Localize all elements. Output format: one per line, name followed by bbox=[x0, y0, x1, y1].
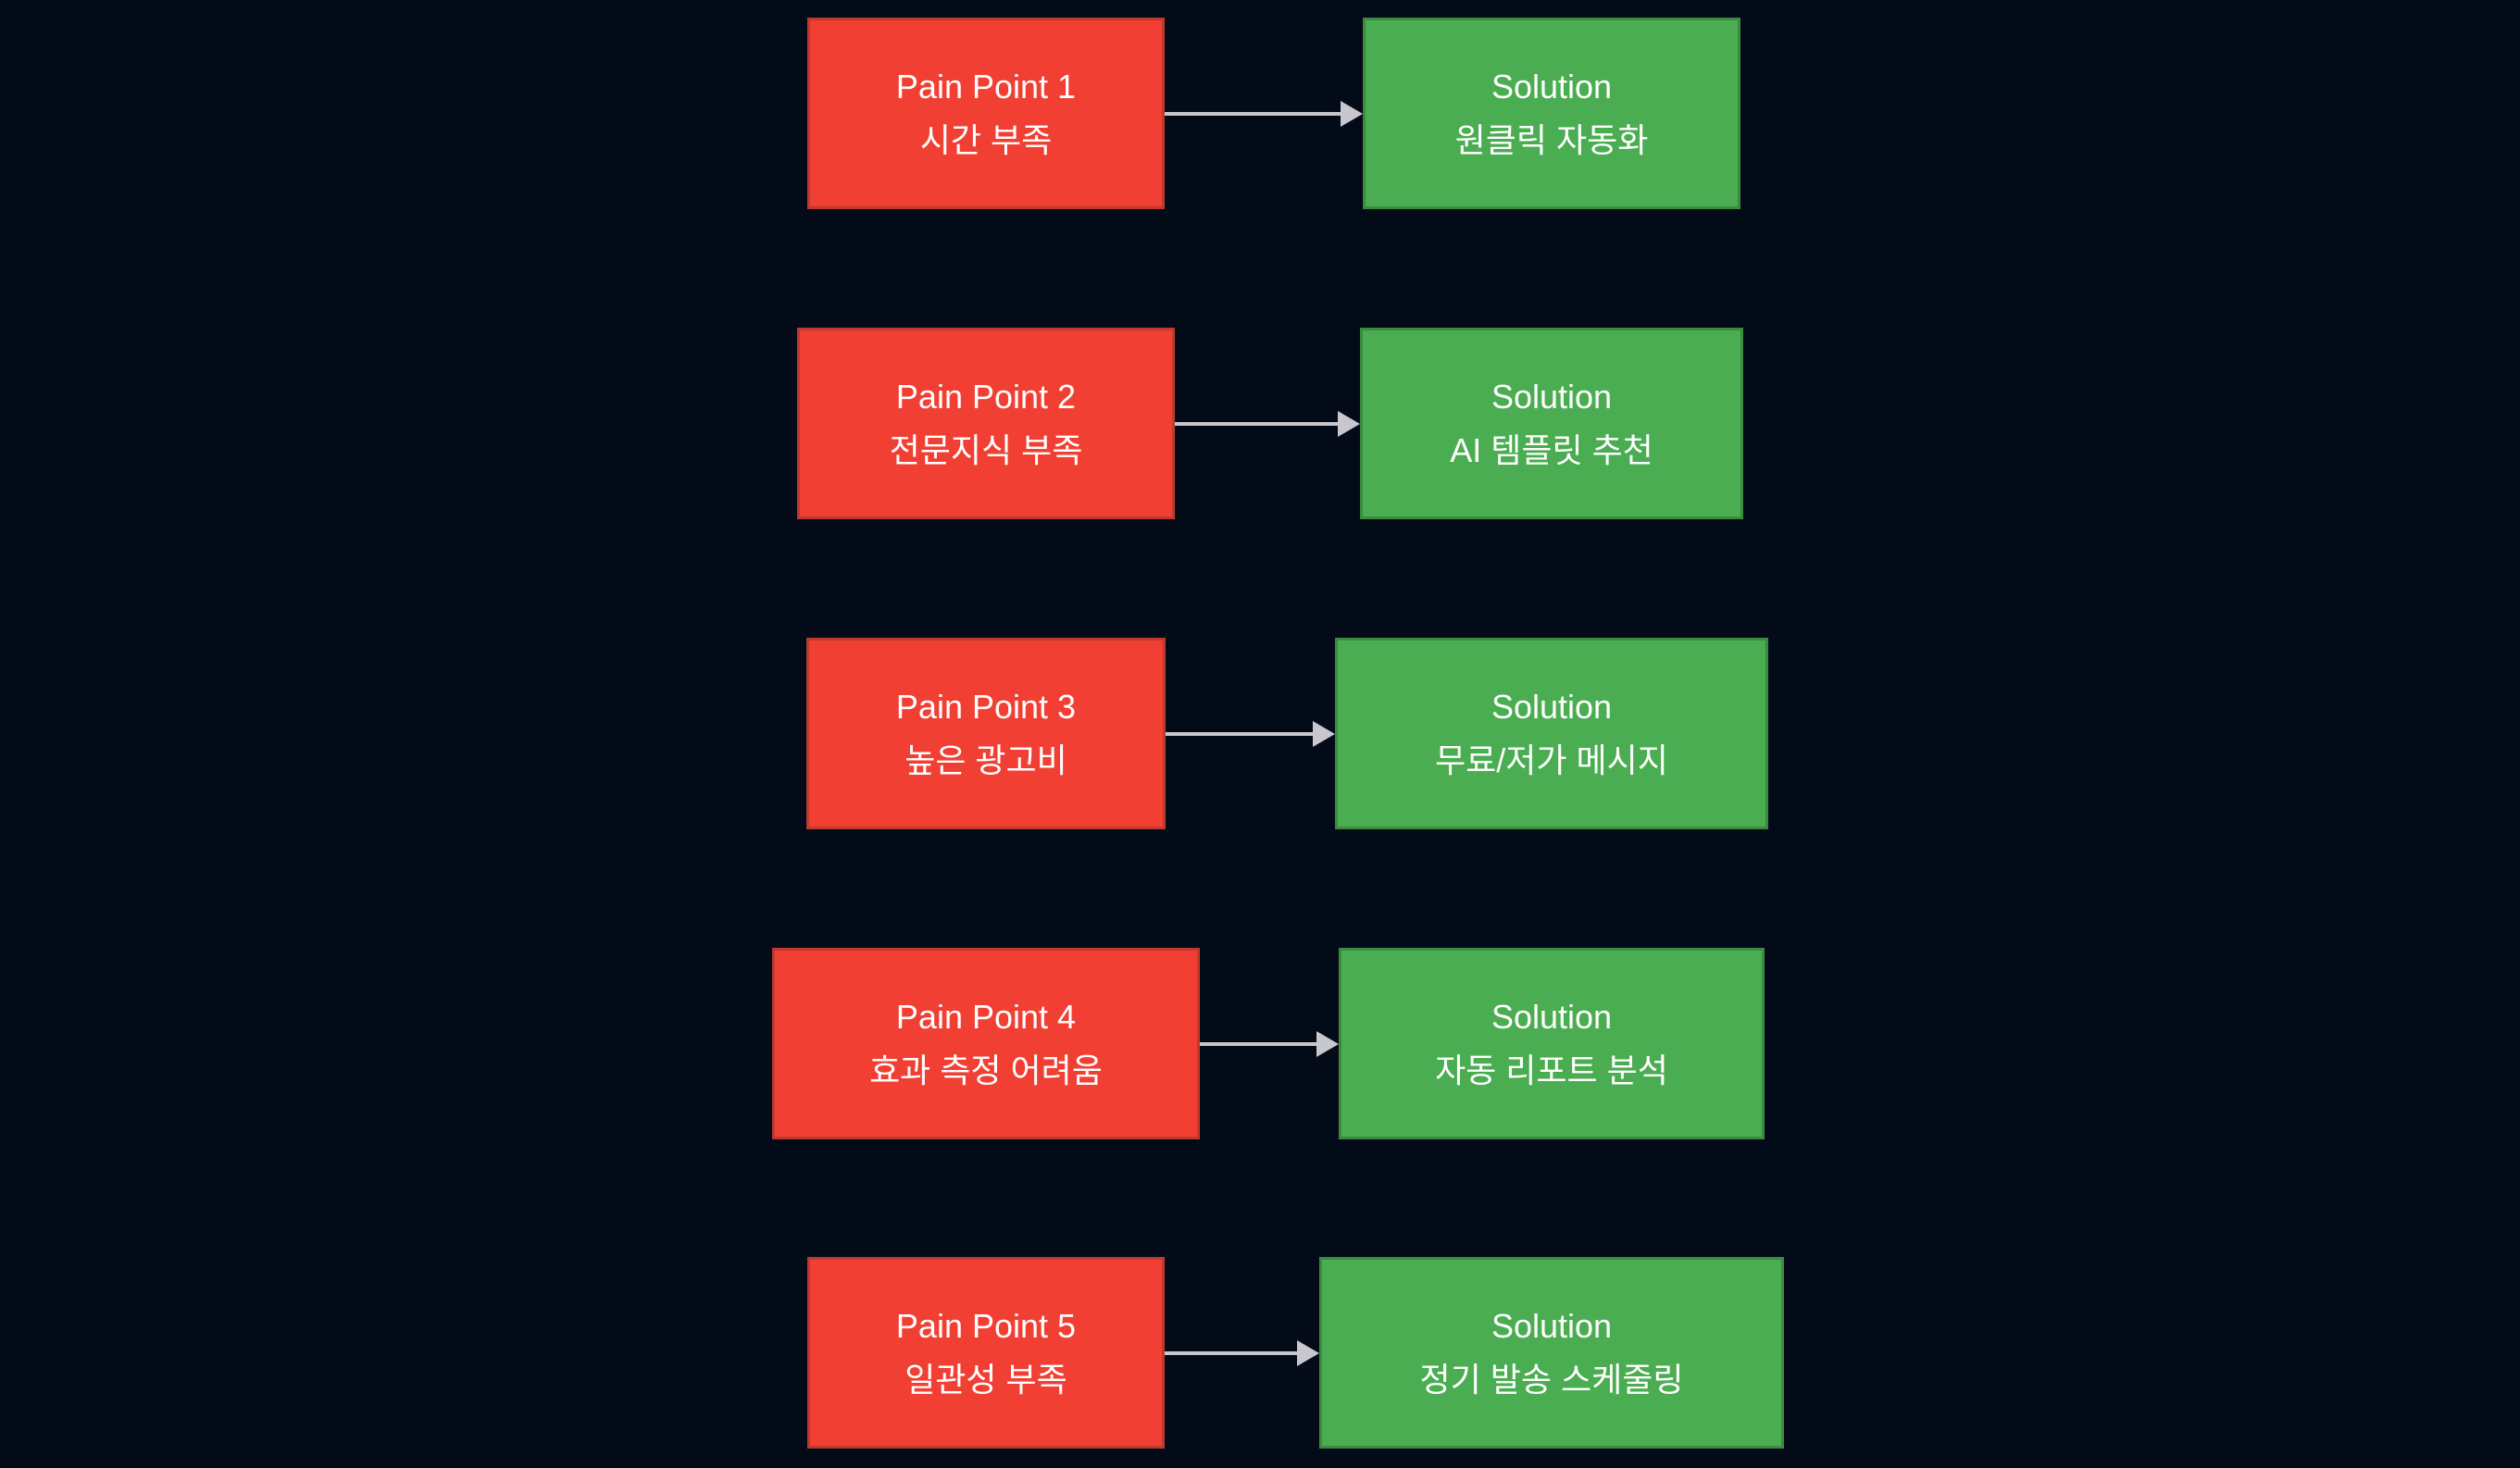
arrow-pain-to-solution-2 bbox=[1175, 410, 1360, 438]
solution-box-3: Solution 무료/저가 메시지 bbox=[1335, 638, 1768, 829]
pain-point-subtitle: 시간 부족 bbox=[919, 120, 1053, 159]
solution-subtitle: 정기 발송 스케줄링 bbox=[1419, 1360, 1684, 1399]
arrow-shaft bbox=[1166, 731, 1313, 736]
mapping-row-3: Pain Point 3 높은 광고비 Solution 무료/저가 메시지 bbox=[0, 638, 2520, 829]
pain-point-title: Pain Point 2 bbox=[895, 377, 1077, 416]
solution-title: Solution bbox=[1491, 1306, 1613, 1345]
arrow-shaft bbox=[1165, 111, 1341, 116]
solution-title: Solution bbox=[1491, 997, 1613, 1036]
mapping-row-4: Pain Point 4 효과 측정 어려움 Solution 자동 리포트 분… bbox=[0, 948, 2520, 1139]
solution-title: Solution bbox=[1491, 67, 1613, 106]
solution-subtitle: 자동 리포트 분석 bbox=[1435, 1051, 1668, 1089]
mapping-row-2: Pain Point 2 전문지식 부족 Solution AI 템플릿 추천 bbox=[0, 328, 2520, 519]
mapping-row-5: Pain Point 5 일관성 부족 Solution 정기 발송 스케줄링 bbox=[0, 1257, 2520, 1449]
pain-point-title: Pain Point 3 bbox=[895, 687, 1077, 726]
arrowhead-icon bbox=[1313, 720, 1335, 747]
solution-box-1: Solution 원클릭 자동화 bbox=[1363, 18, 1740, 209]
solution-title: Solution bbox=[1491, 377, 1613, 416]
pain-point-box-4: Pain Point 4 효과 측정 어려움 bbox=[772, 948, 1200, 1139]
arrow-pain-to-solution-1 bbox=[1165, 100, 1363, 128]
pain-point-subtitle: 높은 광고비 bbox=[904, 740, 1067, 779]
arrow-pain-to-solution-3 bbox=[1166, 720, 1335, 748]
arrowhead-icon bbox=[1297, 1339, 1319, 1366]
solution-box-2: Solution AI 템플릿 추천 bbox=[1360, 328, 1743, 519]
arrow-shaft bbox=[1165, 1350, 1297, 1355]
arrow-shaft bbox=[1175, 421, 1338, 426]
pain-point-title: Pain Point 1 bbox=[895, 67, 1077, 106]
mapping-row-1: Pain Point 1 시간 부족 Solution 원클릭 자동화 bbox=[0, 18, 2520, 209]
pain-point-subtitle: 효과 측정 어려움 bbox=[869, 1051, 1103, 1089]
pain-point-box-5: Pain Point 5 일관성 부족 bbox=[807, 1257, 1165, 1449]
solution-box-5: Solution 정기 발송 스케줄링 bbox=[1319, 1257, 1784, 1449]
solution-box-4: Solution 자동 리포트 분석 bbox=[1339, 948, 1765, 1139]
arrowhead-icon bbox=[1316, 1030, 1339, 1057]
arrowhead-icon bbox=[1338, 410, 1360, 437]
arrow-pain-to-solution-5 bbox=[1165, 1339, 1319, 1367]
pain-point-box-3: Pain Point 3 높은 광고비 bbox=[806, 638, 1166, 829]
solution-subtitle: 원클릭 자동화 bbox=[1454, 120, 1649, 159]
pain-point-title: Pain Point 4 bbox=[895, 997, 1077, 1036]
pain-point-subtitle: 전문지식 부족 bbox=[889, 430, 1083, 469]
solution-title: Solution bbox=[1491, 687, 1613, 726]
arrow-shaft bbox=[1200, 1041, 1316, 1046]
pain-point-title: Pain Point 5 bbox=[895, 1306, 1077, 1345]
solution-subtitle: AI 템플릿 추천 bbox=[1450, 430, 1653, 469]
arrowhead-icon bbox=[1341, 100, 1363, 127]
pain-point-box-2: Pain Point 2 전문지식 부족 bbox=[797, 328, 1175, 519]
pain-point-subtitle: 일관성 부족 bbox=[904, 1360, 1067, 1399]
arrow-pain-to-solution-4 bbox=[1200, 1030, 1339, 1058]
pain-point-box-1: Pain Point 1 시간 부족 bbox=[807, 18, 1165, 209]
solution-subtitle: 무료/저가 메시지 bbox=[1435, 740, 1668, 779]
